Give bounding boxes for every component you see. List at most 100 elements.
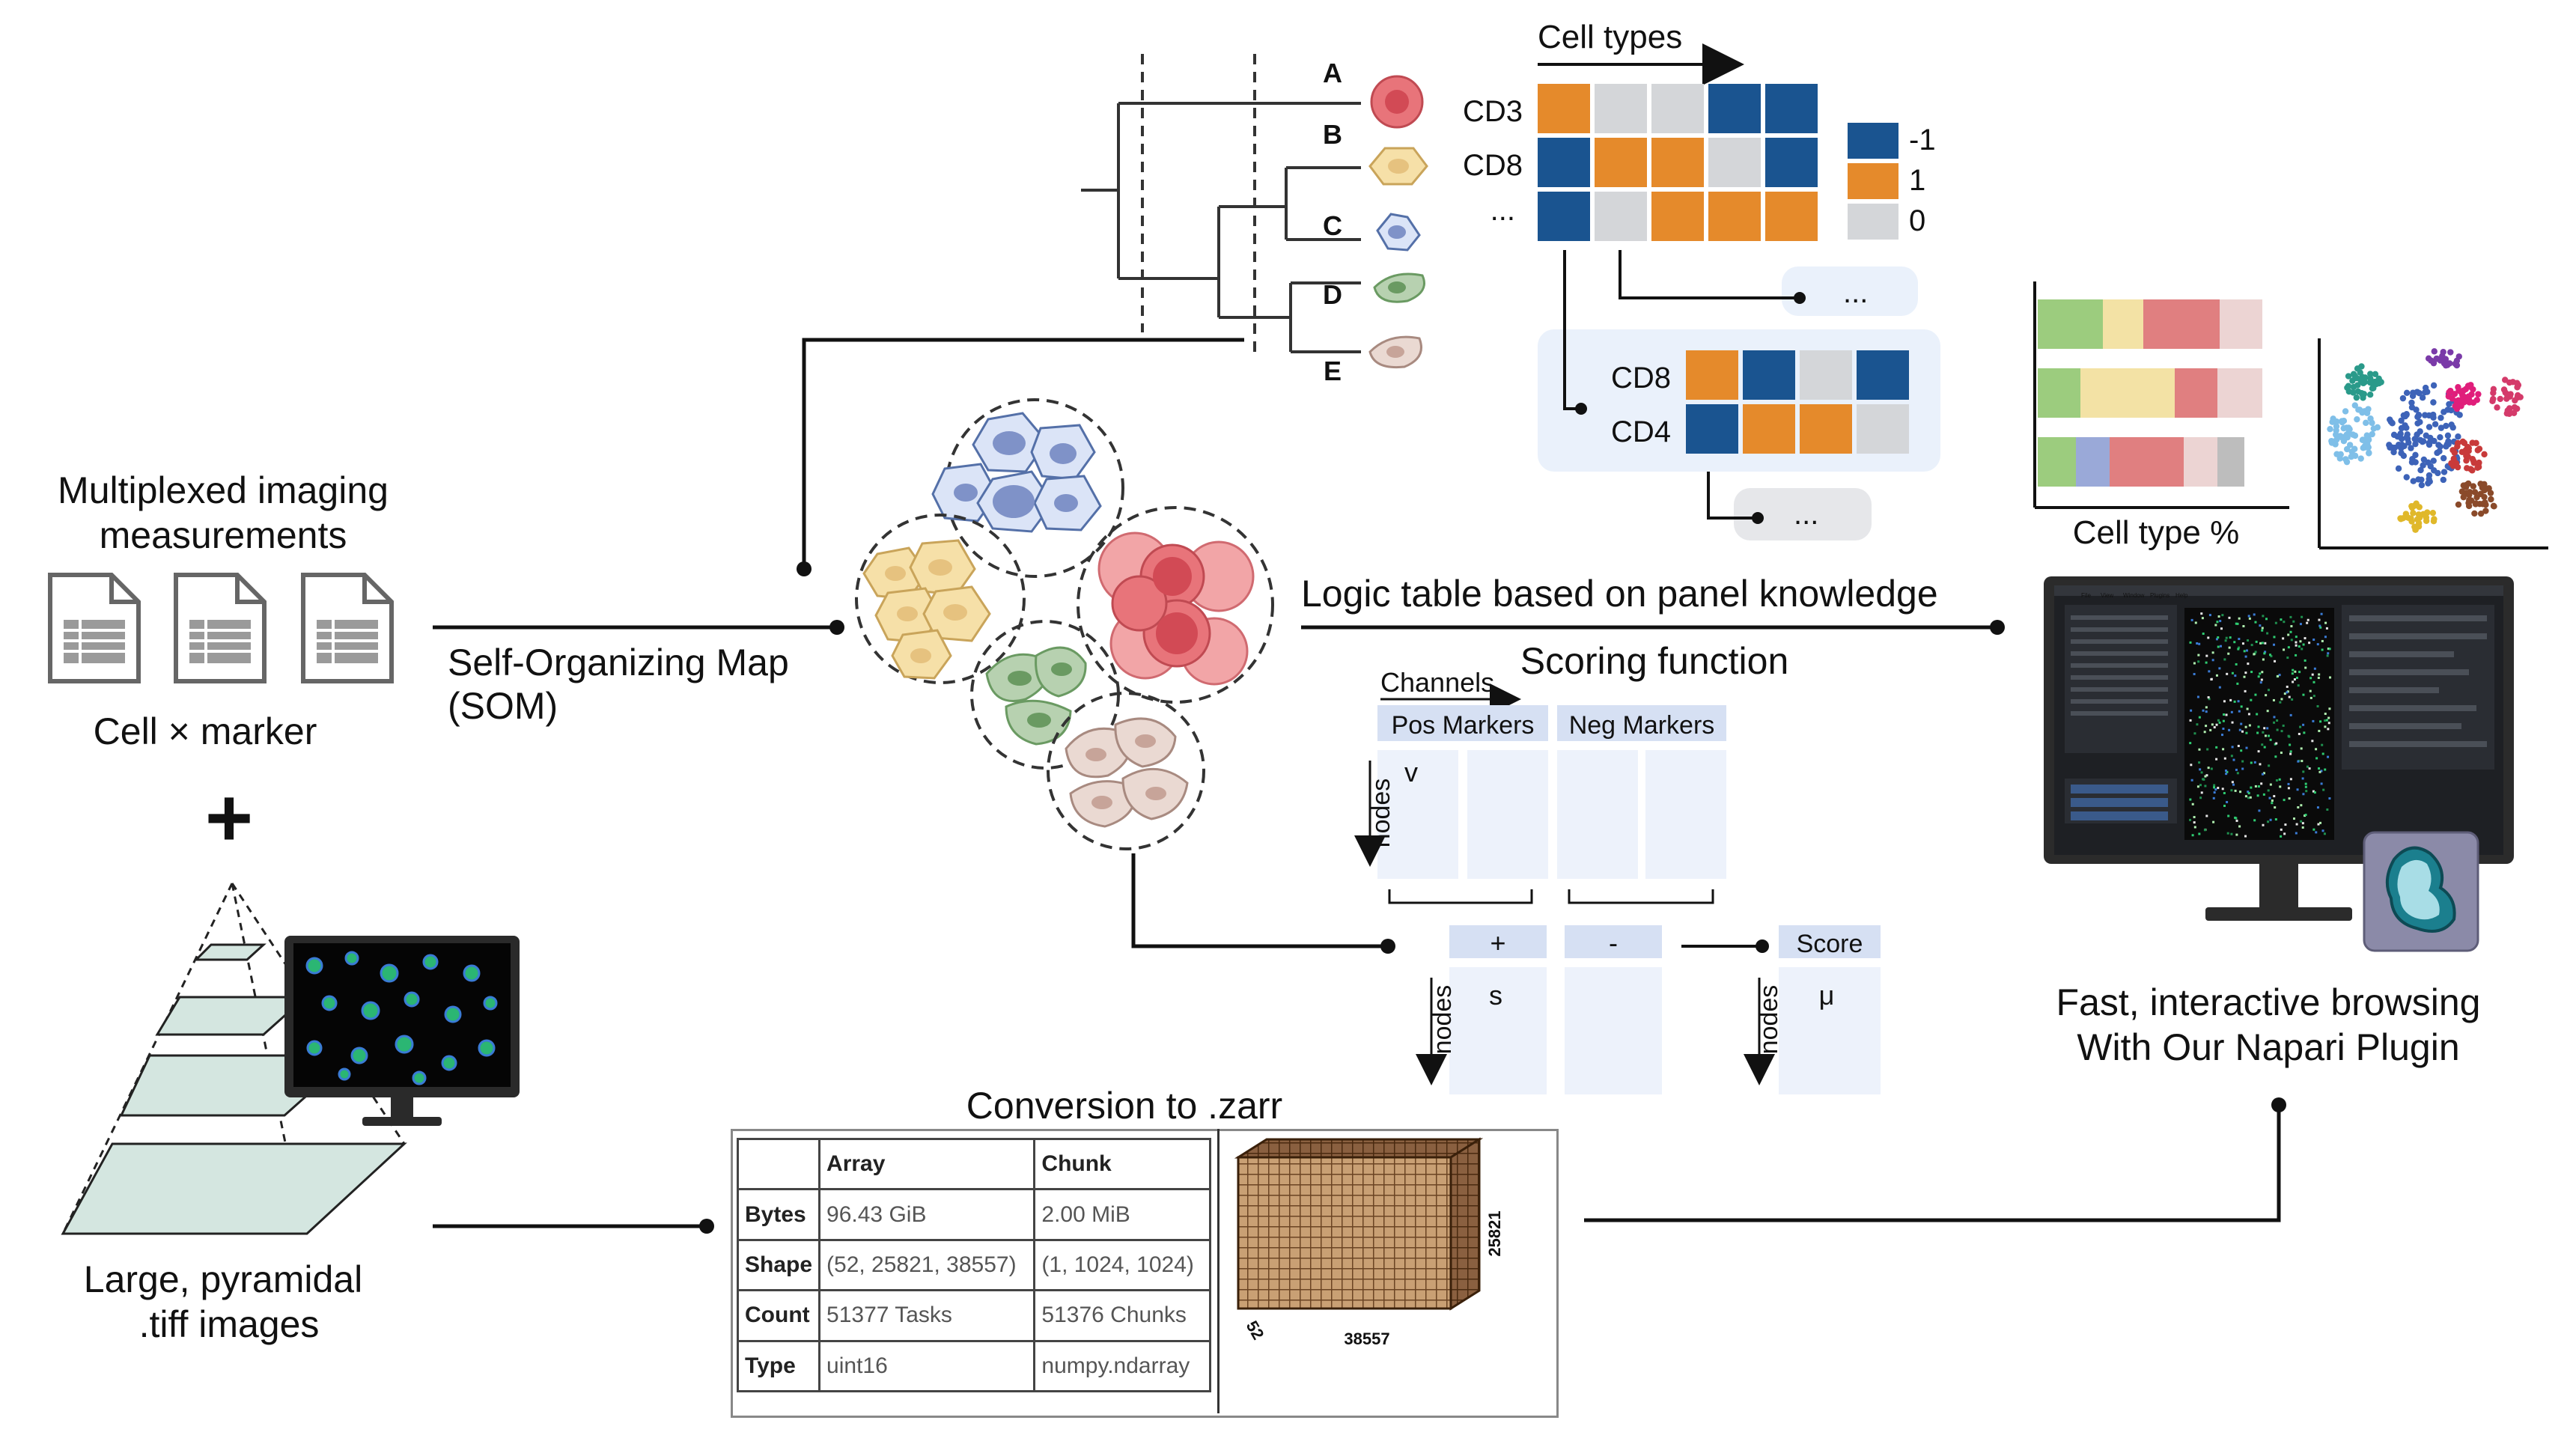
- umap-point: [2465, 502, 2473, 510]
- tissue-pixel: [2244, 671, 2247, 674]
- tissue-pixel: [2231, 746, 2234, 749]
- umap-point: [2332, 431, 2339, 438]
- tissue-pixel: [2273, 716, 2276, 719]
- tissue-pixel: [2215, 638, 2218, 641]
- napari-menu-window[interactable]: Window: [2123, 592, 2145, 599]
- tissue-pixel: [2299, 725, 2302, 728]
- umap-point: [2328, 437, 2335, 445]
- tissue-pixel: [2241, 730, 2244, 733]
- tissue-pixel: [2240, 749, 2243, 752]
- logic-table-grid: [1538, 84, 1818, 241]
- connector-dot: [1990, 620, 2005, 635]
- umap-point: [2489, 397, 2496, 404]
- tissue-pixel: [2268, 654, 2271, 657]
- tissue-pixel: [2193, 821, 2196, 824]
- umap-point: [2415, 511, 2423, 518]
- tissue-pixel: [2244, 835, 2247, 838]
- napari-menu-plugins[interactable]: Plugins: [2150, 592, 2169, 599]
- napari-menu-view[interactable]: View: [2101, 592, 2113, 599]
- tissue-pixel: [2261, 642, 2264, 645]
- tissue-pixel: [2205, 654, 2208, 657]
- tissue-pixel: [2296, 788, 2299, 791]
- tissue-pixel: [2196, 695, 2199, 698]
- leaf-label-a: A: [1323, 58, 1342, 88]
- tissue-pixel: [2257, 725, 2260, 728]
- tissue-pixel: [2244, 689, 2247, 692]
- tissue-pixel: [2250, 786, 2253, 789]
- umap-point: [2440, 454, 2447, 462]
- umap-point: [2437, 443, 2443, 450]
- tissue-pixel: [2311, 740, 2314, 743]
- tissue-pixel: [2324, 725, 2327, 728]
- tissue-pixel: [2233, 700, 2236, 703]
- tissue-pixel: [2287, 646, 2290, 649]
- table-cell: 96.43 GiB: [818, 1188, 1036, 1241]
- umap-point: [2408, 502, 2415, 510]
- tissue-pixel: [2321, 752, 2324, 755]
- tissue-pixel: [2205, 774, 2208, 777]
- tissue-pixel: [2254, 693, 2257, 696]
- umap-point: [2438, 414, 2444, 421]
- som-to-tree-connector: [802, 338, 1244, 569]
- logic-cell: [1595, 192, 1647, 241]
- tissue-pixel: [2259, 763, 2262, 766]
- umap-point: [2412, 526, 2419, 533]
- tissue-pixel: [2248, 617, 2251, 620]
- tissue-pixel: [2200, 771, 2203, 774]
- napari-menu-help[interactable]: Help: [2175, 592, 2188, 599]
- umap-point: [2415, 520, 2423, 527]
- tissue-pixel: [2268, 764, 2271, 767]
- tissue-pixel: [2253, 819, 2256, 822]
- tissue-pixel: [2257, 785, 2260, 788]
- row-header: Count: [736, 1289, 821, 1342]
- legend-label: -1: [1909, 124, 1936, 156]
- tissue-pixel: [2223, 713, 2226, 716]
- tissue-pixel: [2256, 713, 2259, 716]
- umap-point: [2487, 490, 2494, 496]
- tissue-pixel: [2274, 806, 2277, 809]
- tissue-pixel: [2233, 641, 2236, 644]
- more-rows-pill: [1782, 266, 1918, 316]
- tissue-pixel: [2198, 748, 2201, 751]
- tissue-pixel: [2315, 831, 2318, 834]
- napari-menu-file[interactable]: File: [2081, 592, 2091, 599]
- tissue-pixel: [2211, 651, 2214, 654]
- tissue-pixel: [2313, 667, 2316, 670]
- umap-point: [2365, 444, 2372, 451]
- tissue-pixel: [2217, 645, 2220, 648]
- umap-point: [2354, 415, 2360, 423]
- umap-point: [2497, 395, 2503, 403]
- tissue-pixel: [2200, 791, 2203, 794]
- tissue-pixel: [2247, 662, 2250, 665]
- umap-point: [2455, 501, 2462, 508]
- table-cell: 51376 Chunks: [1033, 1289, 1211, 1342]
- tissue-pixel: [2305, 790, 2308, 793]
- tissue-pixel: [2272, 698, 2275, 701]
- tissue-pixel: [2205, 814, 2208, 817]
- umap-point: [2437, 357, 2444, 364]
- umap-point: [2470, 399, 2477, 406]
- tissue-pixel: [2209, 728, 2212, 731]
- tissue-pixel: [2297, 805, 2300, 808]
- cell-marker-label: Cell × marker: [94, 710, 317, 752]
- tissue-pixel: [2286, 657, 2289, 660]
- tissue-pixel: [2212, 820, 2215, 823]
- umap-point: [2490, 389, 2497, 397]
- logic-cell: [1765, 84, 1818, 133]
- tissue-pixel: [2311, 673, 2314, 676]
- zarr-to-napari-connector: [1584, 1105, 2281, 1222]
- tissue-pixel: [2193, 732, 2196, 735]
- tissue-pixel: [2205, 661, 2208, 664]
- bar-segment: [2038, 437, 2076, 487]
- row-header: Type: [736, 1339, 821, 1393]
- legend-swatch-pos: [1848, 163, 1898, 199]
- umap-point: [2488, 496, 2494, 503]
- umap-point: [2372, 371, 2379, 378]
- logic-cell: [1595, 138, 1647, 187]
- tissue-pixel: [2224, 769, 2227, 772]
- tissue-pixel: [2265, 694, 2268, 697]
- tissue-pixel: [2213, 786, 2216, 789]
- tissue-pixel: [2291, 672, 2294, 675]
- tissue-pixel: [2264, 642, 2267, 645]
- tissue-pixel: [2317, 823, 2320, 826]
